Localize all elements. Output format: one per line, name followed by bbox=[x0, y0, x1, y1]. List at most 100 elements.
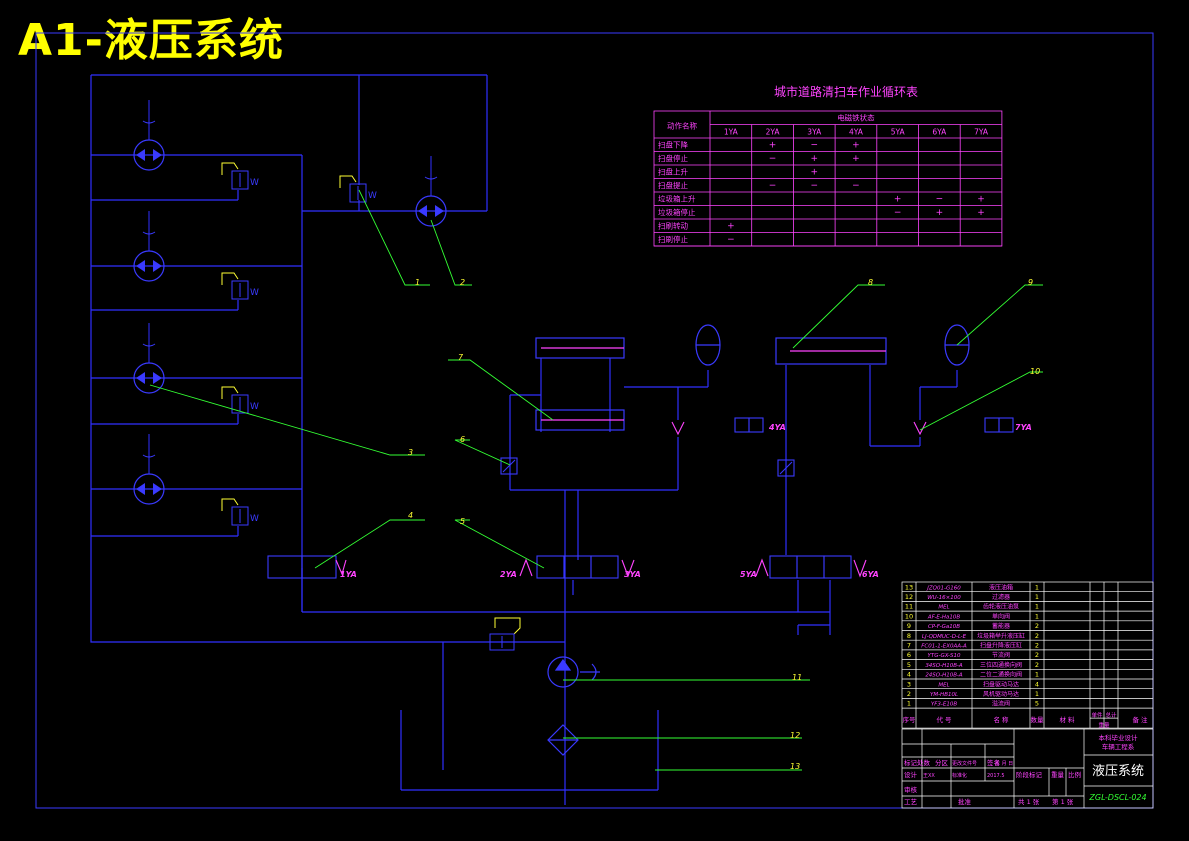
part-code: WU-16×100 bbox=[927, 595, 961, 601]
cycle-cell: − bbox=[727, 235, 735, 245]
cylinders bbox=[535, 324, 970, 431]
callout-4: 4 bbox=[408, 511, 413, 520]
scale-label: 比例 bbox=[1068, 770, 1081, 779]
part-code: MEL bbox=[938, 605, 949, 611]
part-code: FC01-1-EX0AA-A bbox=[921, 643, 967, 649]
cycle-column-header: 1YA bbox=[724, 128, 739, 137]
drawing-no: ZGL-DSCL-024 bbox=[1088, 793, 1146, 802]
part-code: AF-E-Ha10B bbox=[927, 614, 961, 620]
callout-6: 6 bbox=[460, 435, 465, 444]
approve-label: 批准 bbox=[958, 797, 972, 806]
label-2ya: 2YA bbox=[500, 570, 517, 579]
part-name: 过滤器 bbox=[992, 593, 1010, 601]
part-qty: 4 bbox=[1035, 680, 1039, 688]
part-name: 扫盘驱动马达 bbox=[983, 680, 1019, 688]
cycle-header-group: 电磁铁状态 bbox=[837, 113, 875, 123]
part-no: 7 bbox=[907, 641, 911, 649]
part-no: 9 bbox=[907, 622, 911, 630]
callout-leaders bbox=[149, 189, 1043, 771]
cycle-column-header: 4YA bbox=[849, 128, 864, 137]
part-qty: 1 bbox=[1035, 671, 1039, 679]
pipelines bbox=[90, 74, 958, 805]
part-no: 8 bbox=[907, 632, 911, 640]
date-value: 2017.5 bbox=[987, 773, 1005, 779]
callout-10: 10 bbox=[1030, 367, 1040, 376]
drawing-frame bbox=[35, 32, 1154, 809]
label-6ya: 6YA bbox=[862, 570, 879, 579]
part-name: 液压油箱 bbox=[989, 583, 1013, 591]
cycle-cell: + bbox=[894, 195, 902, 205]
cycle-row-name: 扫盘停止 bbox=[658, 153, 688, 163]
cycle-table-title: 城市道路清扫车作业循环表 bbox=[774, 84, 918, 99]
part-no: 5 bbox=[907, 661, 911, 669]
brush-motors bbox=[133, 100, 447, 505]
part-no: 3 bbox=[907, 680, 911, 688]
cycle-row-name: 扫盘上升 bbox=[658, 167, 688, 177]
part-no: 13 bbox=[905, 583, 913, 591]
callout-12: 12 bbox=[790, 731, 800, 740]
zone-label: 分区 bbox=[935, 758, 949, 767]
callout-11: 11 bbox=[792, 673, 802, 682]
label-7ya: 7YA bbox=[1015, 423, 1032, 432]
cycle-cell: + bbox=[810, 154, 818, 164]
parts-header-cell: 数量 bbox=[1031, 715, 1045, 724]
part-qty: 2 bbox=[1035, 651, 1039, 659]
cycle-cell: − bbox=[936, 195, 944, 205]
relief-valves: W W W W W bbox=[221, 162, 521, 651]
standardize-label: 标准化 bbox=[952, 772, 967, 779]
cycle-column-header: 2YA bbox=[766, 128, 781, 137]
cycle-column-header: 5YA bbox=[891, 128, 906, 137]
cycle-cell: − bbox=[894, 208, 902, 218]
cycle-cell: − bbox=[810, 141, 818, 151]
part-name: 三位四通换向阀 bbox=[980, 661, 1022, 669]
callout-3: 3 bbox=[408, 448, 413, 457]
part-code: LJ-QDMUC-D-L-E bbox=[922, 634, 967, 640]
callout-13: 13 bbox=[790, 762, 800, 771]
cycle-cell: + bbox=[727, 222, 735, 232]
part-qty: 1 bbox=[1035, 593, 1039, 601]
title-block: 本科毕业设计 车辆工程系 液压系统 ZGL-DSCL-024 标记处数 分区 更… bbox=[901, 728, 1154, 809]
weight-label: 重量 bbox=[1051, 771, 1065, 779]
sheets-total: 共 1 张 bbox=[1018, 797, 1040, 806]
drawing-name: 液压系统 bbox=[1092, 764, 1144, 779]
part-no: 10 bbox=[905, 612, 913, 620]
parts-header-cell: 材 料 bbox=[1059, 715, 1075, 724]
cycle-row-name: 垃圾箱上升 bbox=[658, 194, 696, 204]
callout-2: 2 bbox=[460, 278, 465, 287]
part-name: 齿轮液压油泵 bbox=[983, 603, 1019, 611]
parts-header-weight: 重量 bbox=[1098, 721, 1110, 729]
spring-w-label: W bbox=[368, 191, 377, 201]
part-qty: 1 bbox=[1035, 583, 1039, 591]
pump-filter-tank bbox=[547, 656, 600, 756]
cycle-cell: + bbox=[852, 141, 860, 151]
cycle-cell: + bbox=[936, 208, 944, 218]
part-qty: 2 bbox=[1035, 661, 1039, 669]
part-name: 溢流阀 bbox=[992, 700, 1010, 708]
part-code: 24SO-H10B-A bbox=[925, 673, 963, 679]
callout-1: 1 bbox=[415, 278, 420, 287]
cycle-cell: + bbox=[852, 154, 860, 164]
cycle-row-name: 垃圾箱停止 bbox=[658, 207, 696, 217]
cycle-cell: − bbox=[852, 181, 860, 191]
cycle-column-header: 3YA bbox=[807, 128, 822, 137]
date-label: 年 月 日 bbox=[995, 760, 1013, 767]
cycle-cell: − bbox=[769, 181, 777, 191]
sheet-no: 第 1 张 bbox=[1052, 797, 1074, 806]
part-code: 34SO-H10B-A bbox=[925, 663, 963, 669]
part-name: 节流阀 bbox=[992, 651, 1010, 659]
callout-9: 9 bbox=[1028, 278, 1033, 287]
cycle-row-name: 扫盘提止 bbox=[658, 180, 688, 190]
part-no: 6 bbox=[907, 651, 911, 659]
parts-header-cell: 代 号 bbox=[936, 715, 952, 724]
part-no: 4 bbox=[907, 671, 911, 679]
cycle-cell: + bbox=[810, 168, 818, 178]
part-qty: 5 bbox=[1035, 700, 1039, 708]
spring-w-label: W bbox=[250, 514, 259, 524]
part-no: 1 bbox=[907, 700, 911, 708]
label-4ya: 4YA bbox=[768, 423, 786, 432]
marks-label: 标记处数 bbox=[904, 758, 931, 767]
sign-label: 签名 bbox=[987, 758, 1000, 767]
